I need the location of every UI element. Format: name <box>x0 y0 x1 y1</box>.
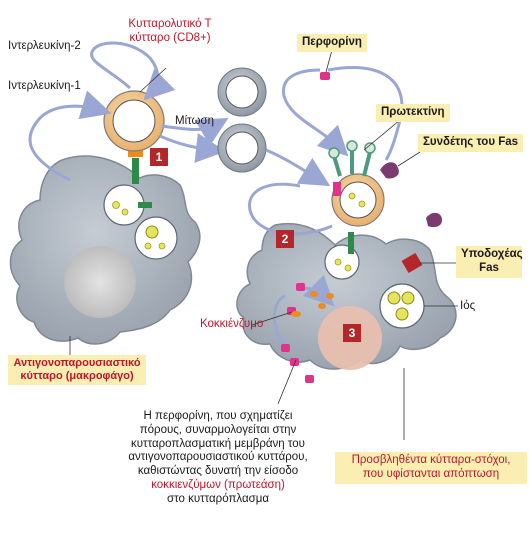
leader-line <box>363 119 401 151</box>
label-t-cell-line2: κύτταρο (CD8+) <box>129 31 211 44</box>
daughter-t-cell-nucleus <box>225 75 259 109</box>
perforin-granule <box>333 182 341 196</box>
granzyme-arrow <box>273 294 287 347</box>
mhc-molecule <box>348 232 354 254</box>
label-virus: Ιός <box>460 300 476 312</box>
label-apc-line2: κύτταρο (μακροφάγο) <box>20 370 134 383</box>
virus-particle <box>387 291 401 305</box>
leader-line <box>251 311 293 326</box>
label-interleukin-1: Ιντερλευκίνη-1 <box>8 80 81 92</box>
label-perforin: Περφορίνη <box>297 34 367 52</box>
caption-line-highlight: κοκκιενζύμων (πρωτεάση) <box>151 478 285 491</box>
mitosis-arrow <box>161 118 229 146</box>
mitosis-arrow <box>159 133 226 163</box>
attached-t-cell-nucleus <box>339 181 377 219</box>
label-fas-ligand: Συνδέτης του Fas <box>418 134 524 152</box>
antigen-dot <box>121 208 129 216</box>
antigen-dot <box>158 242 166 250</box>
leader-line <box>277 359 297 405</box>
protectin-molecules <box>328 140 376 177</box>
target-cell-body <box>236 223 457 370</box>
label-mitosis: Μίτωση <box>175 115 214 127</box>
step-number-3: 3 <box>343 324 361 342</box>
label-apc-line1: Αντιγονοπαρουσιαστικό <box>13 357 141 369</box>
antigen-dot <box>144 242 152 250</box>
antigen-dot <box>145 225 159 239</box>
leader-line <box>325 49 333 73</box>
label-granzyme: Κοκκιένζυμο <box>200 318 264 330</box>
caption-line: καθιστώντας δυνατή την είσοδο <box>137 465 299 478</box>
granule <box>358 200 366 208</box>
antigen-dot <box>334 258 342 266</box>
antigen-dot <box>344 264 352 272</box>
il1-arrow <box>28 90 112 182</box>
apc-vesicle <box>134 216 178 260</box>
caption-line: αντιγονοπαρουσιαστικού κυττάρου, <box>128 451 308 464</box>
fas-ligand-molecule <box>426 212 442 228</box>
caption-line: κυτταροπλασματική μεμβράνη του <box>131 437 305 450</box>
label-target-line1: Προσβληθέντα κύτταρα-στόχοι, <box>351 454 511 466</box>
virus-particle <box>395 307 409 321</box>
label-t-cell: Κυτταρολυτικό Τ κύτταρο (CD8+) <box>110 18 230 46</box>
mhc-molecule <box>138 202 152 208</box>
label-target-line2: που υφίστανται απόπτωση <box>362 467 500 480</box>
fas-ligand-molecule <box>380 162 399 179</box>
return-arrow <box>248 182 333 236</box>
t-cell-nucleus <box>112 99 156 143</box>
label-target-cells: Προσβληθέντα κύτταρα-στόχοι, που υφίσταν… <box>335 452 527 484</box>
to-target-arrow <box>265 148 331 187</box>
daughter-t-cell-nucleus <box>225 131 259 165</box>
caption-line: στο κυτταρόπλασμα <box>167 492 269 505</box>
label-fas-receptor-line1: Υποδοχέας <box>461 248 523 260</box>
fas-receptor-molecule <box>401 252 423 274</box>
label-interleukin-2: Ιντερλευκίνη-2 <box>8 40 81 52</box>
label-fas-receptor-line2: Fas <box>479 261 499 274</box>
perforin-pore <box>320 72 330 80</box>
step-number-2: 2 <box>276 230 294 248</box>
antigen-dot <box>112 201 120 209</box>
label-protectin: Πρωτεκτίνη <box>376 104 450 122</box>
granule <box>348 192 356 200</box>
granzyme-molecules <box>291 291 334 317</box>
target-vesicle <box>379 283 425 329</box>
label-fas-receptor: Υποδοχέας Fas <box>456 246 523 278</box>
virus-particle <box>401 291 415 305</box>
label-t-cell-line1: Κυτταρολυτικό Τ <box>128 18 212 30</box>
label-apc: Αντιγονοπαρουσιαστικό κύτταρο (μακροφάγο… <box>8 355 146 386</box>
perforin-pores <box>281 283 314 383</box>
leader-line <box>139 67 167 93</box>
apc-nucleus <box>64 246 136 318</box>
leader-line <box>397 151 421 167</box>
mhc-molecule <box>132 158 139 184</box>
perforin-arrow <box>282 68 349 157</box>
caption: Η περφορίνη, που σχηματίζει πόρους, συνα… <box>108 410 328 507</box>
caption-line: πόρους, συναρμολογείται στην <box>139 423 297 436</box>
step-number-1: 1 <box>150 148 168 166</box>
caption-line: Η περφορίνη, που σχηματίζει <box>143 410 293 422</box>
